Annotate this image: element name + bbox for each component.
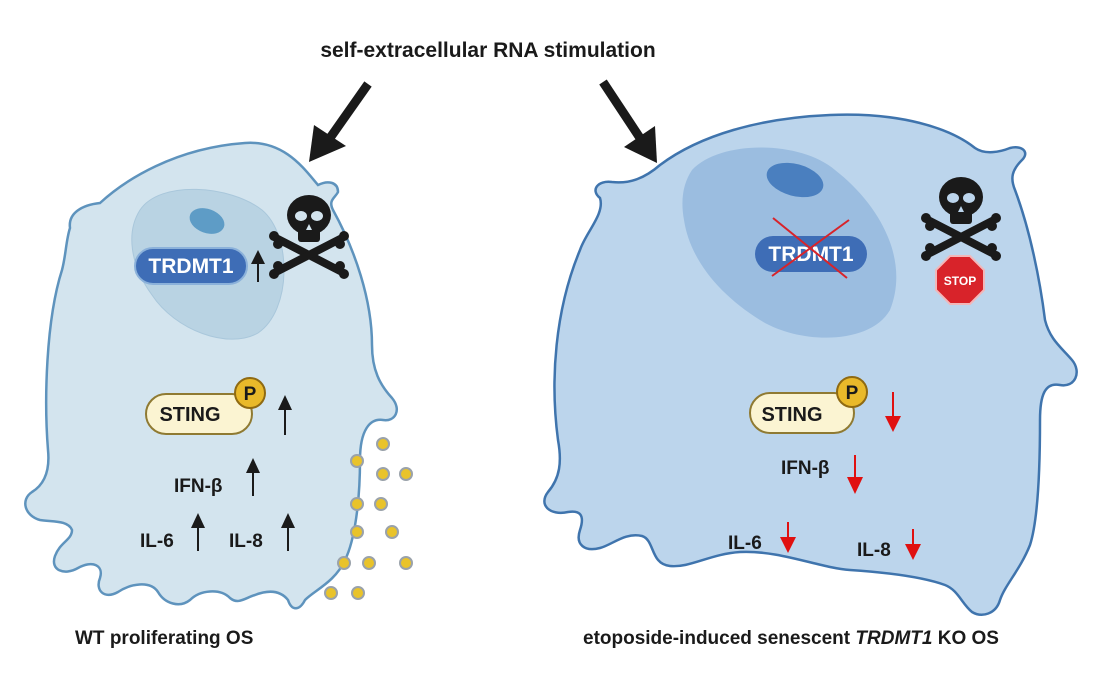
diagram-title: self-extracellular RNA stimulation <box>320 39 655 62</box>
right-il8-label: IL-8 <box>857 540 891 561</box>
right-cell-membrane <box>543 113 1078 616</box>
left-il8-label: IL-8 <box>229 531 263 552</box>
secreted-cytokine-dot <box>374 497 388 511</box>
left-trdmt1-badge: TRDMT1 <box>134 247 248 285</box>
secreted-cytokine-dot <box>376 437 390 451</box>
secreted-cytokine-dot <box>399 467 413 481</box>
secreted-cytokine-dot <box>350 497 364 511</box>
secreted-cytokine-dot <box>362 556 376 570</box>
right-trdmt1-badge: TRDMT1 <box>755 217 867 279</box>
secreted-cytokine-dot <box>351 586 365 600</box>
stop-sign-label: STOP <box>944 274 976 288</box>
right-il6-label: IL-6 <box>728 533 762 554</box>
right-il8-down-arrow-icon <box>905 529 921 560</box>
right-trdmt1-label: TRDMT1 <box>768 243 853 266</box>
left-nucleolus <box>189 208 225 234</box>
right-nucleolus <box>766 162 824 198</box>
stimulation-arrow-right <box>599 79 657 163</box>
secreted-cytokine-dot <box>350 525 364 539</box>
left-ifnb-up-arrow-icon <box>246 458 260 496</box>
knockout-cross-icon <box>771 217 850 279</box>
right-caption-prefix: etoposide-induced senescent <box>583 628 855 649</box>
left-il8-up-arrow-icon <box>281 513 295 551</box>
left-sting-label: STING <box>159 404 220 426</box>
right-sting-down-arrow-icon <box>885 392 901 432</box>
right-ifnb-label: IFN-β <box>781 458 830 479</box>
left-panel-caption: WT proliferating OS <box>75 628 253 649</box>
right-sting-protein: STING P <box>749 376 868 434</box>
left-sting-protein: STING P <box>145 377 266 435</box>
secreted-cytokine-dot <box>399 556 413 570</box>
secreted-cytokine-dot <box>350 454 364 468</box>
right-caption-gene: TRDMT1 <box>855 628 932 649</box>
right-skull-crossbones-icon <box>921 177 1001 261</box>
left-il6-label: IL-6 <box>140 531 174 552</box>
left-phospho-badge <box>234 377 266 409</box>
right-caption-suffix: KO OS <box>932 628 999 649</box>
stop-sign-icon: STOP <box>935 255 985 305</box>
secreted-cytokine-dot <box>376 467 390 481</box>
right-il6-down-arrow-icon <box>780 522 796 553</box>
left-cell: TRDMT1 STING P <box>24 141 398 610</box>
stimulation-arrow-left <box>309 81 372 162</box>
right-ifnb-down-arrow-icon <box>847 455 863 494</box>
secreted-cytokine-dot <box>385 525 399 539</box>
left-trdmt1-up-arrow-icon <box>251 250 265 282</box>
secreted-cytokines <box>324 437 413 600</box>
right-sting-label: STING <box>761 404 822 426</box>
left-il6-up-arrow-icon <box>191 513 205 551</box>
right-phospho-badge <box>836 376 868 408</box>
right-panel-caption: etoposide-induced senescent TRDMT1 KO OS <box>583 628 999 649</box>
left-sting-up-arrow-icon <box>278 395 292 435</box>
left-trdmt1-label: TRDMT1 <box>148 255 233 278</box>
secreted-cytokine-dot <box>324 586 338 600</box>
left-skull-crossbones-icon <box>269 195 349 279</box>
left-ifnb-label: IFN-β <box>174 476 223 497</box>
left-phospho-label: P <box>244 384 257 405</box>
right-cell: TRDMT1 STOP STING P <box>543 113 1078 616</box>
secreted-cytokine-dot <box>337 556 351 570</box>
right-phospho-label: P <box>846 383 859 404</box>
